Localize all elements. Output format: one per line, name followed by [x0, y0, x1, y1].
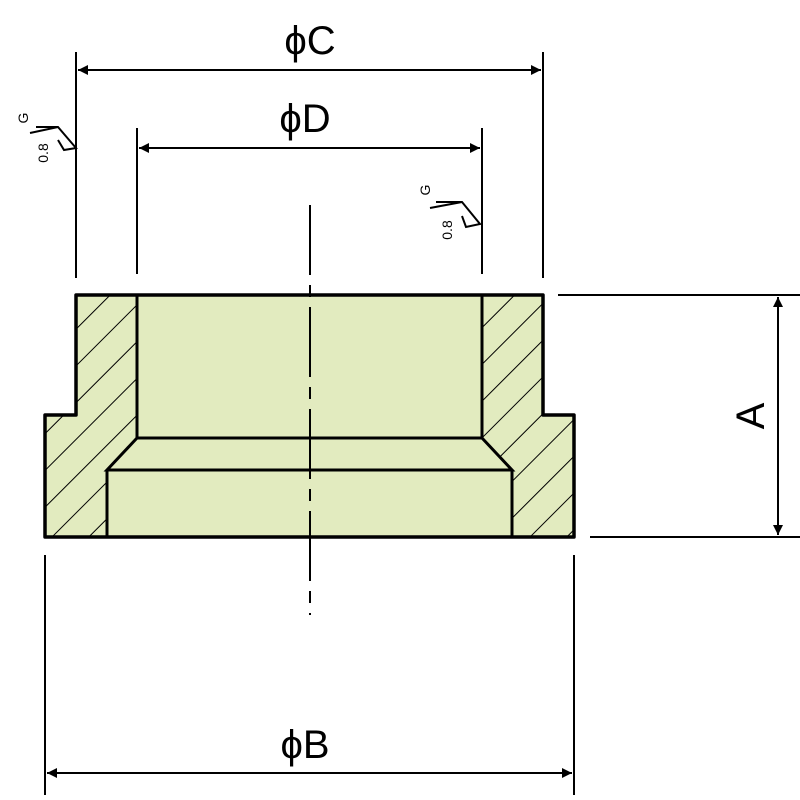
- roughness-value-outer: 0.8: [35, 143, 51, 163]
- roughness-symbol-inner: G: [417, 185, 433, 196]
- dimension-label-b: ϕB: [280, 723, 329, 767]
- dimension-base-diameter: ϕB: [44, 555, 575, 795]
- right-section-hatch: [482, 295, 574, 537]
- surface-finish-outer: G 0.8: [15, 113, 78, 163]
- surface-finish-inner: G 0.8: [417, 185, 482, 240]
- dimension-outer-diameter: ϕC: [75, 19, 544, 278]
- left-section-hatch: [45, 295, 137, 537]
- roughness-symbol-outer: G: [15, 113, 31, 124]
- roughness-value-inner: 0.8: [439, 220, 455, 240]
- part-outline: [43, 293, 576, 539]
- dimension-label-c: ϕC: [284, 19, 335, 63]
- dimension-label-d: ϕD: [279, 97, 330, 141]
- counterbore-outline: [105, 470, 514, 537]
- dimension-height: A: [558, 294, 800, 538]
- dimension-inner-diameter: ϕD: [136, 97, 483, 274]
- dimension-label-a: A: [729, 402, 773, 429]
